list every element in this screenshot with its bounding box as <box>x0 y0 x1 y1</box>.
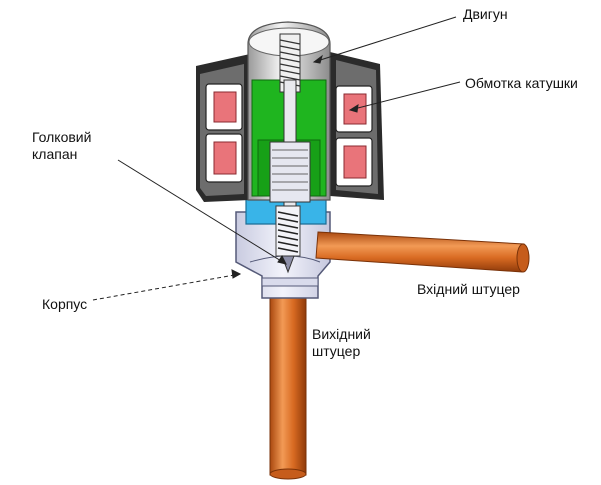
body-leader <box>92 273 241 301</box>
needle-valve-arrowhead <box>277 255 287 265</box>
leader-lines <box>92 16 461 301</box>
outlet-fitting-label-line2: штуцер <box>312 343 361 359</box>
body-label: Корпус <box>42 296 88 312</box>
inlet-tube <box>315 231 530 273</box>
motor-leader <box>313 16 457 63</box>
coil-windings <box>205 83 373 187</box>
outlet-fitting-label-line1: Вихідний <box>312 326 371 342</box>
coil-leader <box>349 81 461 111</box>
outlet-fitting-label: Вихідний штуцер <box>312 326 371 360</box>
inlet-fitting-label: Вхідний штуцер <box>417 281 520 297</box>
needle-valve-label: Голковий клапан <box>32 129 91 163</box>
needle-valve-label-line1: Голковий <box>32 129 92 145</box>
valve-spring <box>275 205 301 257</box>
needle-valve-leader <box>117 159 287 265</box>
coil-winding-label: Обмотка катушки <box>465 75 578 91</box>
coil-arrowhead <box>348 104 359 113</box>
valve-shaft <box>269 33 311 207</box>
motor-arrowhead <box>312 54 323 64</box>
motor-label: Двигун <box>463 6 508 22</box>
outlet-tube <box>269 282 307 480</box>
needle-valve-label-line2: клапан <box>32 146 78 162</box>
body-arrowhead <box>231 269 242 279</box>
